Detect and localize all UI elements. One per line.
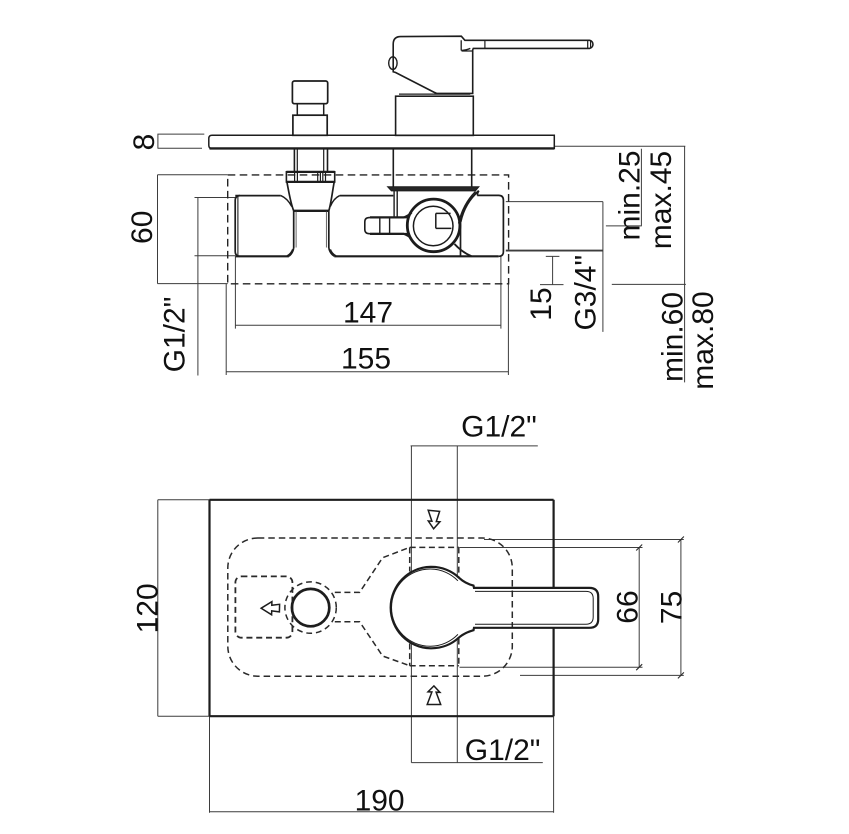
svg-text:8: 8 [128, 134, 161, 151]
svg-text:G1/2": G1/2" [159, 297, 192, 373]
svg-text:66: 66 [612, 590, 645, 623]
svg-text:min.60: min.60 [656, 292, 689, 382]
svg-text:G1/2": G1/2" [465, 734, 541, 767]
svg-text:60: 60 [126, 211, 159, 244]
svg-text:max.80: max.80 [687, 291, 720, 389]
svg-text:G1/2": G1/2" [461, 411, 537, 444]
svg-text:190: 190 [355, 785, 405, 818]
svg-text:max.45: max.45 [645, 151, 678, 249]
svg-text:15: 15 [525, 287, 558, 320]
svg-text:120: 120 [131, 583, 164, 633]
svg-text:155: 155 [341, 343, 391, 376]
svg-text:min.25: min.25 [614, 150, 647, 240]
svg-text:147: 147 [343, 296, 393, 329]
svg-text:G3/4": G3/4" [570, 255, 603, 331]
svg-text:75: 75 [656, 591, 689, 624]
